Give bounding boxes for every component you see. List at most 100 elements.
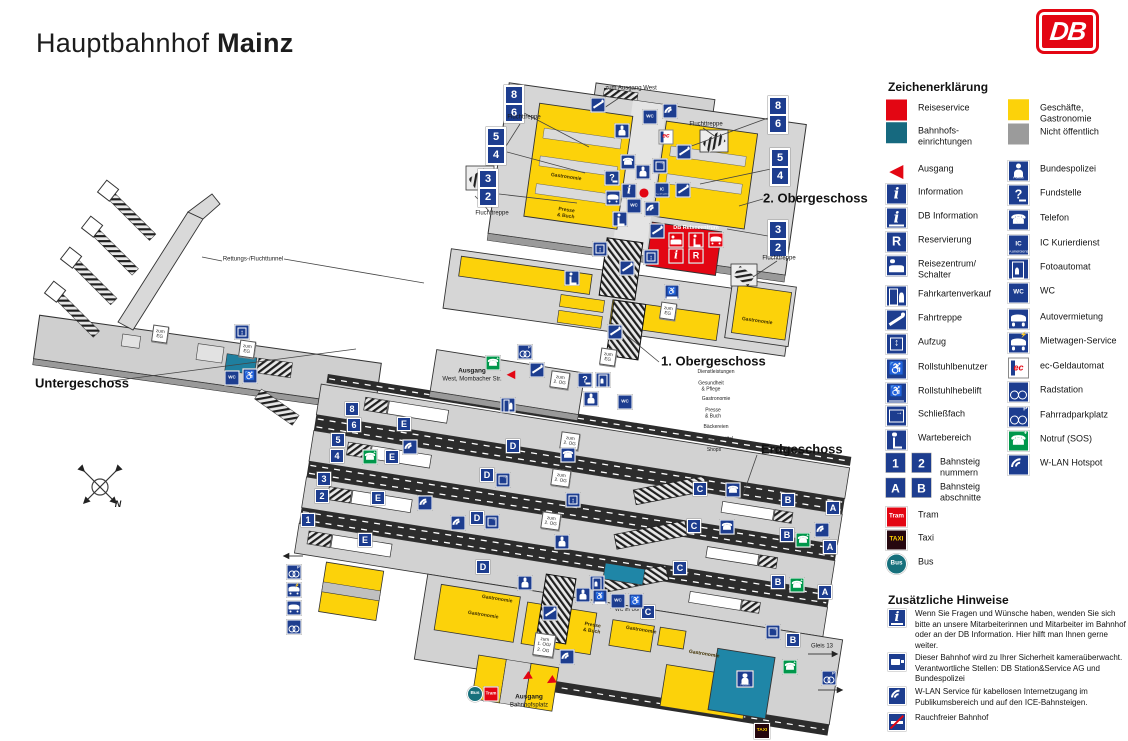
ausgang-icon: ◀ xyxy=(506,368,516,381)
legend-item-schliessfach: →Schließfach xyxy=(886,405,1014,427)
hint-item-3: Rauchfreier Bahnhof xyxy=(888,713,1126,731)
map-label: Lebensmittel xyxy=(704,436,734,443)
direction-sign: zum 2. OG xyxy=(540,511,562,531)
platform-number-tile: 5 xyxy=(331,433,345,447)
autovermietung-icon xyxy=(708,232,724,248)
platform-section-tile: B xyxy=(781,493,795,507)
fahrkartenverkauf-icon xyxy=(886,285,907,307)
wc-icon: WC xyxy=(626,198,642,214)
hints-title: Zusätzliche Hinweise xyxy=(888,593,1009,607)
telefon-icon: ☎ xyxy=(725,482,741,498)
db-information-icon: i xyxy=(886,207,907,229)
telefon-icon: ☎ xyxy=(620,154,636,170)
direction-sign: zum 2. OG xyxy=(549,370,571,390)
map-label: Presse & Buch xyxy=(704,407,722,419)
platform-section-tile: D xyxy=(480,468,494,482)
platform-number-tile: 5 xyxy=(488,129,504,145)
map-label: Gleis 13 xyxy=(810,643,834,650)
legend-label: Aufzug xyxy=(918,336,947,347)
legend-label: WC xyxy=(1040,285,1055,296)
map-label: Gesundheit & Pflege xyxy=(698,380,724,392)
platform-section-tile: C xyxy=(673,561,687,575)
telefon-icon: ☎ xyxy=(719,519,735,535)
map-label: Bäckereien xyxy=(703,424,729,431)
wartebereich-icon xyxy=(564,270,580,286)
reservierung-icon: R xyxy=(886,231,907,253)
map-label: Gastronomie xyxy=(688,648,720,660)
camera-icon xyxy=(888,653,906,671)
map-label: Gastronomie xyxy=(701,396,731,403)
legend-item-swatch-gray: Nicht öffentlich xyxy=(1008,123,1128,145)
legend-item-mietwagen: ⚡Mietwagen-Service xyxy=(1008,332,1128,354)
legend-label: Schließfach xyxy=(918,408,966,419)
schliessfach-icon: → xyxy=(495,472,511,488)
map-label: Ausgang xyxy=(458,367,486,375)
notruf-icon: ☎+ xyxy=(789,577,805,593)
radstation-icon xyxy=(1008,381,1029,403)
legend-label: Rollstuhlhebelift xyxy=(918,385,982,396)
hint-item-2: W-LAN Service für kabellosen Internetzug… xyxy=(888,687,1126,708)
platform-section-tile: E xyxy=(358,533,372,547)
platform-number-tile: 6 xyxy=(770,116,786,132)
legend-label: Taxi xyxy=(918,532,935,543)
aufzug-icon: ↕ xyxy=(234,324,250,340)
ec-icon: ec xyxy=(658,129,674,145)
legend-item-fundstelle: ?Fundstelle xyxy=(1008,184,1128,206)
legend-label: Reiseservice xyxy=(918,102,970,113)
rollstuhlhebelift-icon: ♿ xyxy=(664,284,680,300)
wlan-icon xyxy=(450,515,466,531)
wartebereich-icon xyxy=(612,211,628,227)
platform-number-tile: 3 xyxy=(480,171,496,187)
floor-label: Untergeschoss xyxy=(35,375,129,391)
legend-item-fotoautomat: Fotoautomat xyxy=(1008,258,1128,280)
platform-section-tile: A xyxy=(823,540,837,554)
platform-section-tile: B xyxy=(780,528,794,542)
map-label: Presse & Buch xyxy=(556,206,576,221)
hint-item-1: Dieser Bahnhof wird zu Ihrer Sicherheit … xyxy=(888,653,1126,685)
legend-label: Bahnhofs- einrichtungen xyxy=(918,125,973,147)
taxi-icon: TAXI xyxy=(754,723,770,739)
legend-item-swatch-yellow: Geschäfte, Gastronomie xyxy=(1008,99,1128,125)
legend-label: Bahnsteig nummern xyxy=(940,456,981,478)
fahrtreppe-icon xyxy=(542,605,558,621)
direction-sign: zum EG xyxy=(151,324,169,344)
floor-untergeschoss xyxy=(32,314,382,414)
mietwagen-icon: ⚡ xyxy=(1008,332,1029,354)
fahrtreppe-icon xyxy=(529,362,545,378)
ausgang-icon: ◀ xyxy=(544,673,558,688)
legend-label: Bus xyxy=(918,556,934,567)
wc-icon: WC xyxy=(610,593,626,609)
reisezentrum-icon xyxy=(668,232,684,248)
platform-number-tile: 5 xyxy=(772,150,788,166)
schliessfach-icon: → xyxy=(765,624,781,640)
legend-label: ec-Geldautomat xyxy=(1040,360,1105,371)
legend-label: IC Kurierdienst xyxy=(1040,237,1100,248)
legend-label: Tram xyxy=(918,509,939,520)
db-logo: DB xyxy=(1036,9,1099,54)
hint-text: Dieser Bahnhof wird zu Ihrer Sicherheit … xyxy=(915,653,1123,684)
db-information-icon: i xyxy=(888,609,906,627)
legend-label: Rollstuhlbenutzer xyxy=(918,361,988,372)
platform-tile-sample: A xyxy=(886,478,905,498)
aufzug-icon: ↕ xyxy=(565,492,581,508)
direction-sign: zum EG xyxy=(599,347,617,367)
legend-item-rollstuhlbenutzer: ♿Rollstuhlbenutzer xyxy=(886,358,1014,380)
map-label: Presse & Buch xyxy=(582,621,602,636)
bus-icon: Bus xyxy=(886,553,907,575)
map-label: DB Reisezentrum xyxy=(673,224,719,231)
herren-icon xyxy=(554,534,570,550)
fahrtreppe-icon xyxy=(590,97,606,113)
legend-item-aufzug: ↕Aufzug xyxy=(886,333,1014,355)
radstation-icon xyxy=(286,619,302,635)
legend-item-bus: Bus Bus xyxy=(886,553,1014,575)
